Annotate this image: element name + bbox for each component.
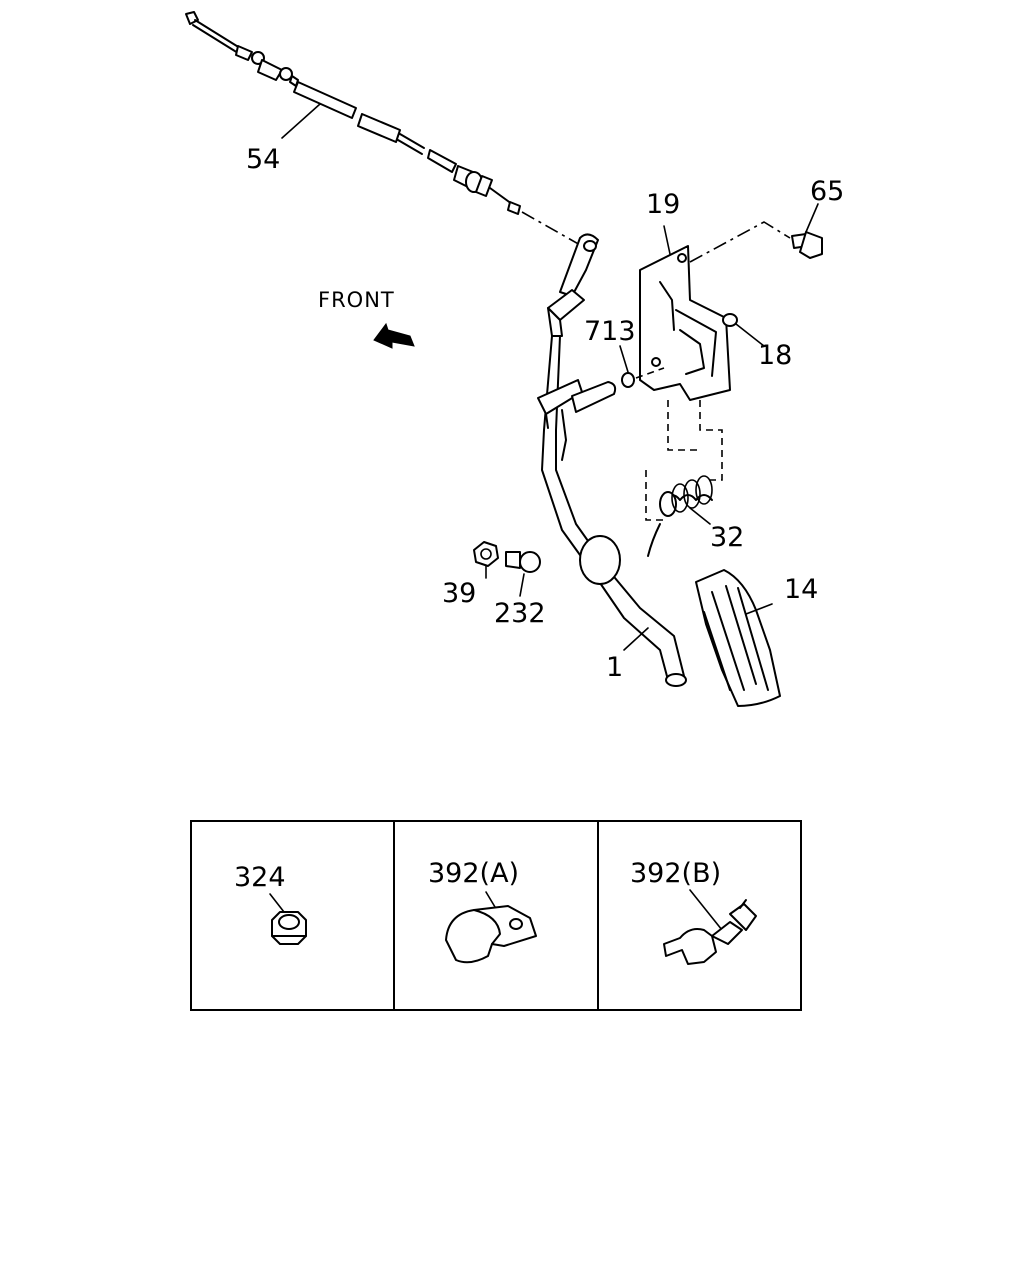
callout-65: 65 — [810, 176, 844, 207]
callout-39: 39 — [442, 578, 476, 609]
leader-lines — [281, 103, 819, 651]
detail-label-392b: 392(B) — [630, 858, 721, 889]
callout-1: 1 — [606, 652, 623, 683]
nut-and-bolt — [473, 541, 541, 573]
accelerator-cable — [185, 11, 583, 247]
callout-32: 32 — [710, 522, 744, 553]
front-direction-indicator: FRONT — [318, 288, 415, 349]
washer — [621, 367, 665, 388]
pedal-arm — [537, 233, 687, 687]
clip — [722, 313, 738, 327]
callout-19: 19 — [646, 189, 680, 220]
callout-labels: 54 19 65 713 18 32 14 39 232 1 — [246, 144, 844, 683]
arrow-left-down-icon — [373, 322, 415, 349]
detail-panels: 324 392(A) 392(B) — [190, 820, 802, 1011]
detail-label-324: 324 — [234, 862, 286, 893]
front-label: FRONT — [318, 288, 395, 312]
callout-54: 54 — [246, 144, 280, 175]
callout-232: 232 — [494, 598, 546, 629]
callout-18: 18 — [758, 340, 792, 371]
return-spring — [645, 470, 713, 557]
detail-panel-nut: 324 — [234, 862, 307, 945]
detail-label-392a: 392(A) — [428, 858, 519, 889]
pedal-bracket — [639, 245, 731, 481]
callout-14: 14 — [784, 574, 818, 605]
pedal-pad — [695, 569, 781, 707]
detail-panel-clip-b: 392(B) — [630, 858, 757, 965]
bolt — [689, 221, 823, 263]
detail-panel-clamp-a: 392(A) — [428, 858, 537, 964]
callout-713: 713 — [584, 316, 636, 347]
